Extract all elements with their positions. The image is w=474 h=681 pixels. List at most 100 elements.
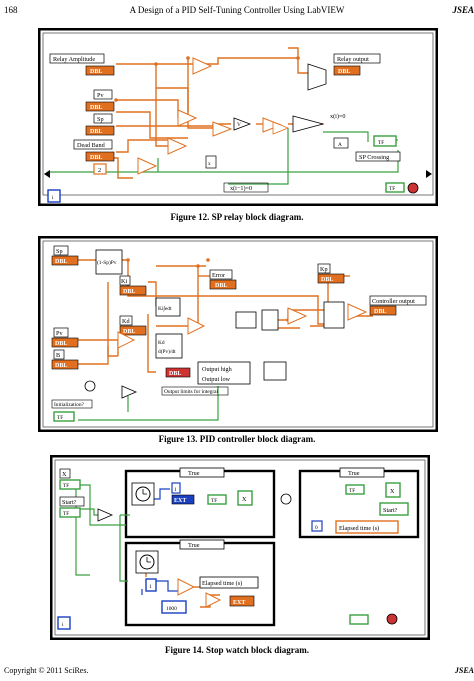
svg-text:Dead Band: Dead Band — [77, 142, 106, 149]
svg-text:1: 1 — [149, 584, 152, 590]
running-title: A Design of a PID Self-Tuning Controller… — [129, 5, 345, 15]
tf-right: TF — [345, 484, 365, 495]
subtract-node — [177, 578, 196, 596]
pv-control: Pv DBL — [51, 327, 79, 348]
svg-text:V: V — [237, 122, 241, 128]
svg-text:Controller output: Controller output — [372, 298, 415, 305]
x-prev-label: x(i−1)=0 — [230, 185, 252, 192]
svg-text:0: 0 — [315, 525, 318, 531]
limit-control: DBL — [165, 367, 191, 378]
svg-text:DBL: DBL — [90, 129, 102, 135]
kd-control: Kd DBL — [119, 315, 147, 336]
svg-text:Pv: Pv — [56, 330, 63, 337]
one-const: 1 — [145, 578, 157, 592]
shift-left-arrow — [44, 170, 50, 178]
derivative-node: Kd d(Pv)/dt — [155, 333, 183, 359]
svg-text:Output low: Output low — [202, 376, 231, 383]
math-nodes — [117, 303, 368, 349]
svg-text:DBL: DBL — [90, 155, 102, 161]
svg-text:x: x — [208, 161, 211, 167]
svg-text:DBL: DBL — [55, 341, 67, 347]
journal-footer: JSEA — [454, 666, 474, 675]
controller-output-indicator: Controller output DBL — [369, 295, 427, 316]
svg-text:DBL: DBL — [55, 259, 67, 265]
svg-text:Ki∫edt: Ki∫edt — [158, 306, 172, 312]
elapsed-bottom: Elapsed time (s) — [199, 576, 259, 589]
x-control: X TF — [59, 468, 81, 490]
sequence-icon — [280, 493, 292, 505]
formula-node: (1-Sp)Pv — [95, 249, 123, 275]
svg-text:DBL: DBL — [55, 363, 67, 369]
thousand-const: 1000 — [161, 600, 187, 614]
b-control: B DBL — [51, 349, 79, 370]
case-selector-2[interactable]: True — [179, 539, 225, 550]
svg-text:DBL: DBL — [169, 371, 181, 377]
svg-text:i: i — [52, 195, 54, 201]
ki-control: Ki DBL — [119, 275, 147, 296]
copyright: Copyright © 2011 SciRes. — [4, 666, 89, 675]
sp-crossing-indicator: TF SP Crossing — [355, 135, 401, 162]
divide-node — [205, 592, 222, 608]
svg-text:Output limits for integral: Output limits for integral — [164, 388, 219, 395]
sp-control: Sp DBL — [85, 113, 115, 136]
svg-text:Elapsed time (s): Elapsed time (s) — [202, 580, 242, 587]
page-number: 168 — [4, 5, 18, 15]
stop-icon — [407, 182, 419, 194]
svg-text:TF: TF — [63, 483, 69, 489]
svg-text:Pv: Pv — [97, 92, 104, 99]
pv-control: Pv DBL — [85, 89, 115, 112]
svg-text:True: True — [188, 470, 200, 477]
svg-text:Kp: Kp — [320, 266, 328, 273]
svg-text:DBL: DBL — [215, 283, 227, 289]
output-limits-cluster: Output high Output low Output limits for… — [161, 361, 251, 396]
svg-text:True: True — [188, 542, 200, 549]
svg-text:DBL: DBL — [123, 289, 135, 295]
a-node: A — [333, 137, 349, 149]
and-node — [97, 508, 114, 522]
svg-text:Kd: Kd — [158, 340, 165, 346]
iteration-terminal: i — [57, 616, 71, 630]
x-eq-0-label: x(i)=0 — [330, 113, 346, 120]
case-selector-1[interactable]: True — [179, 467, 225, 478]
svg-text:Output high: Output high — [202, 366, 233, 373]
svg-text:2: 2 — [98, 167, 101, 174]
dead-band-control: Dead Band DBL — [73, 139, 115, 162]
ext-2: EXT — [229, 595, 255, 607]
green-wires — [78, 386, 219, 421]
x-right: X — [385, 482, 401, 498]
svg-text:(1-Sp)Pv: (1-Sp)Pv — [97, 259, 117, 266]
svg-text:Error: Error — [212, 272, 225, 279]
svg-text:TF: TF — [389, 186, 395, 192]
svg-text:i: i — [62, 622, 64, 628]
relay-amplitude-control: Relay Amplitude DBL — [49, 53, 115, 76]
svg-text:B: B — [56, 352, 60, 359]
svg-text:DBL: DBL — [123, 329, 135, 335]
stop-icon — [386, 613, 398, 625]
svg-text:TF: TF — [349, 488, 355, 494]
svg-text:X: X — [242, 496, 247, 503]
case-selector-3[interactable]: True — [339, 467, 385, 478]
elapsed-right: Elapsed time (s) — [335, 520, 399, 534]
select-nodes — [272, 63, 327, 135]
figure-12-caption: Figure 12. SP relay block diagram. — [170, 212, 304, 222]
svg-text:TF: TF — [63, 511, 69, 517]
junction-dots — [114, 56, 300, 102]
svg-text:Sp: Sp — [56, 248, 63, 255]
svg-text:Start?: Start? — [62, 499, 77, 506]
svg-text:X: X — [62, 471, 67, 478]
integral-node: Ki∫edt — [155, 297, 181, 317]
clock-icon — [84, 380, 96, 392]
svg-text:Start?: Start? — [383, 507, 398, 514]
svg-text:1: 1 — [174, 487, 177, 493]
shift-register-node: x — [205, 155, 217, 169]
svg-text:TF: TF — [57, 415, 63, 421]
journal-abbrev: JSEA — [452, 5, 474, 15]
tf-mid: TF — [207, 494, 227, 505]
svg-text:Ki: Ki — [121, 278, 127, 285]
svg-text:d(Pv)/dt: d(Pv)/dt — [158, 348, 176, 355]
start-right: Start? — [379, 502, 409, 516]
svg-text:EXT: EXT — [233, 600, 245, 606]
or-node — [121, 385, 138, 399]
svg-text:DBL: DBL — [90, 69, 102, 75]
figure-14-diagram: True True True X TF Start? TF — [50, 455, 430, 640]
